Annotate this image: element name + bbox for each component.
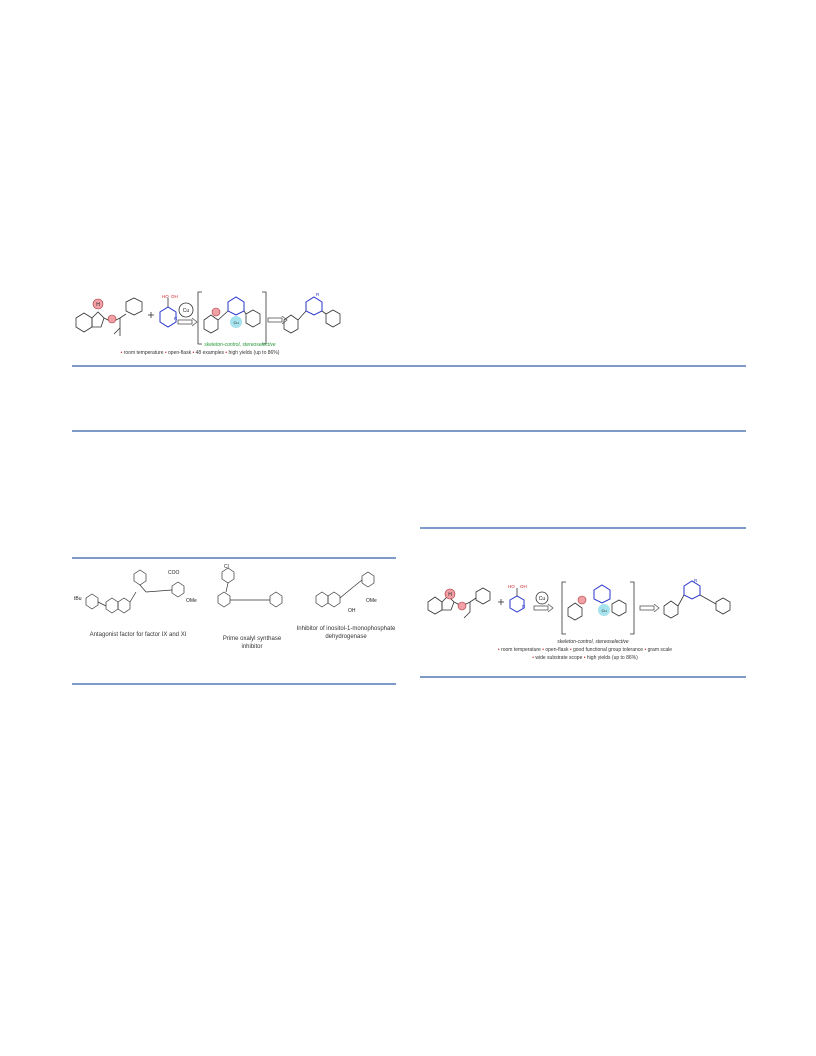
divider-full-2 <box>72 430 746 432</box>
divider-full-1 <box>72 365 746 367</box>
highlight-h-right-3-icon <box>577 595 587 605</box>
highlight-h-right-1-icon <box>444 588 456 600</box>
reagent-label-right: Cu <box>539 596 546 602</box>
scheme-top-graphic: H Cu HO OH R Cu R <box>75 291 341 345</box>
condition-item: high yields (up to 86%) <box>228 350 280 356</box>
divider-right-bottom <box>420 676 746 678</box>
scheme-top: H Cu HO OH R Cu R <box>68 282 368 362</box>
r-label: R <box>174 316 178 321</box>
cu-label: Cu <box>233 320 238 325</box>
substituent-cl: Cl <box>224 564 229 570</box>
scheme-right-tagline: skeleton-control, stereoselective <box>557 639 629 645</box>
scheme-top-conditions: • room temperature • open-flask • 48 exa… <box>120 350 280 356</box>
boron-label-ho-right: HO <box>508 584 515 589</box>
substituent-ome-2: OMe <box>366 598 377 604</box>
h-label: H <box>96 302 100 308</box>
highlight-h-right-2-icon <box>457 601 467 611</box>
condition-item: open-flask <box>168 350 192 356</box>
boron-label-oh-right: OH <box>520 584 527 589</box>
boron-label-oh: OH <box>171 294 178 299</box>
condition-item: high yields (up to 86%) <box>586 655 638 661</box>
r-label-right: R <box>522 604 526 609</box>
highlight-h-3-icon <box>211 307 221 317</box>
highlight-h-1-icon <box>92 298 104 310</box>
divider-right-top <box>420 527 746 529</box>
substituent-coo: COO <box>168 570 180 576</box>
condition-item: room temperature <box>123 350 164 356</box>
condition-item: good functional group tolerance <box>573 647 644 653</box>
condition-item: gram scale <box>647 647 673 653</box>
compounds-graphic: tBu COO OMe Cl OH OMe <box>74 564 377 614</box>
substituent-ome-1: OMe <box>186 598 197 604</box>
cu-center-right-icon <box>598 604 610 616</box>
cu-center-icon <box>230 316 242 328</box>
condition-item: wide substrate scope <box>535 655 583 661</box>
condition-item: open-flask <box>545 647 569 653</box>
divider-left-top <box>72 557 396 559</box>
scheme-right-graphic: H Cu HO OH R Cu R <box>427 578 731 635</box>
substituent-oh: OH <box>348 608 356 614</box>
compound-caption-2: Prime oxalyl synthase inhibitor <box>222 636 282 650</box>
scheme-right-conditions-1: • room temperature • open-flask • good f… <box>497 647 673 653</box>
cu-label-right: Cu <box>601 608 606 613</box>
condition-item: room temperature <box>501 647 541 653</box>
condition-item: 48 examples <box>195 350 224 356</box>
product-r-label: R <box>316 292 320 297</box>
substituent-tbu: tBu <box>74 596 82 602</box>
compound-caption-1: Antagonist factor for factor IX and XI <box>89 632 187 638</box>
compounds-figure: tBu COO OMe Cl OH OMe <box>72 562 396 632</box>
highlight-h-2-icon <box>107 314 117 324</box>
boron-label-ho: HO <box>162 294 169 299</box>
scheme-top-tagline: skeleton-control, stereoselective <box>204 342 276 348</box>
reagent-label: Cu <box>183 308 190 314</box>
product-r-label-right: R <box>694 578 698 583</box>
compound-caption-3: Inhibitor of inositol-1-monophosphate de… <box>296 626 396 640</box>
scheme-right-conditions-2: • wide substrate scope • high yields (up… <box>532 655 638 661</box>
h-label-right: H <box>448 592 452 598</box>
scheme-right: H Cu HO OH R Cu R <box>422 578 748 638</box>
divider-left-bottom <box>72 683 396 685</box>
